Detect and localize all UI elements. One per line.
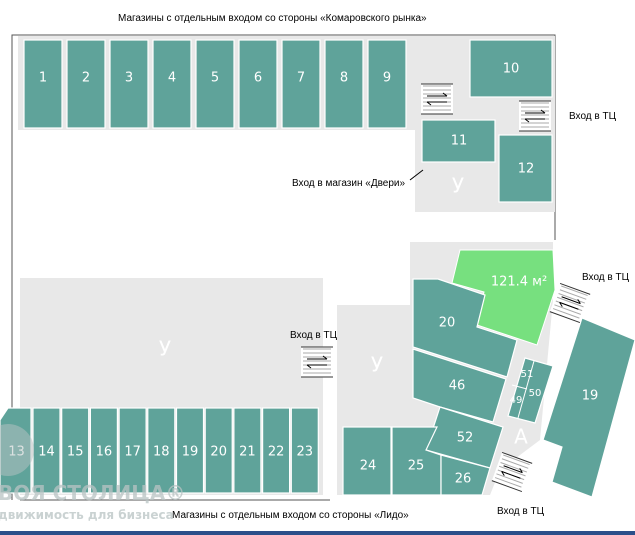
svg-text:11: 11 [451,134,468,149]
shop-number: 17 [124,445,141,460]
shop-number: 16 [96,445,113,460]
svg-text:49: 49 [510,395,523,406]
pointer-line [409,169,424,181]
shop-number: 20 [210,445,227,460]
highlighted-unit[interactable]: 121.4 м² [451,249,556,346]
stairs-icon [549,282,591,324]
svg-text:51: 51 [521,369,534,380]
svg-text:121.4 м²: 121.4 м² [491,275,547,290]
svg-text:50: 50 [529,388,542,399]
shop-20[interactable]: 20 [412,278,518,378]
svg-text:25: 25 [408,459,425,474]
shop-number: 18 [153,445,170,460]
shop-number: 8 [340,71,348,86]
shop-18[interactable]: 18 [147,407,176,494]
shop-number: 15 [67,445,84,460]
svg-text:19: 19 [582,389,599,404]
stairs-icons [301,83,591,493]
shop-22[interactable]: 22 [262,407,291,494]
entrance-tc-label: Вход в ТЦ [582,272,630,283]
entrance-tc-label: Вход в ТЦ [497,506,545,517]
shop-number: 21 [239,445,256,460]
shop-8[interactable]: 8 [324,39,364,129]
shop-number: 23 [297,445,314,460]
shop-4[interactable]: 4 [152,39,192,129]
shop-12[interactable]: 12 [498,134,553,203]
shop-number: 6 [254,71,262,86]
entrance-tc-label: Вход в ТЦ [569,111,617,122]
shops-49-50-51[interactable]: 51 49 50 [507,357,554,424]
shop-17[interactable]: 17 [118,407,147,494]
caption-bottom: Магазины с отдельным входом со стороны «… [172,510,409,521]
svg-text:26: 26 [455,472,472,487]
shop-20[interactable]: 20 [204,407,233,494]
shop-number: 7 [297,71,305,86]
svg-text:10: 10 [503,62,520,77]
svg-text:ВОЯ СТОЛИЦА®: ВОЯ СТОЛИЦА® [0,481,185,505]
shop-7[interactable]: 7 [281,39,321,129]
caption-top: Магазины с отдельным входом со стороны «… [118,13,427,24]
shop-21[interactable]: 21 [233,407,262,494]
watermark-logo: ВОЯ СТОЛИЦА® движимость для бизнеса [0,424,185,522]
shop-number: 14 [38,445,55,460]
shop-14[interactable]: 14 [32,407,61,494]
shop-3[interactable]: 3 [109,39,149,129]
svg-text:46: 46 [449,379,466,394]
zone-u-left [20,278,323,405]
stairs-icon [421,83,453,115]
shop-number: 2 [82,71,90,86]
shop-46[interactable]: 46 [412,348,507,423]
bottom-shops-row: 1314151617181920212223 [0,407,319,494]
top-shops-row: 1 2 3 4 5 6 7 8 9 [23,39,407,129]
shop-6[interactable]: 6 [238,39,278,129]
zone-u-label: У [159,337,171,361]
entrance-tc-label: Вход в ТЦ [290,330,338,341]
bottom-bar [0,531,635,535]
svg-text:24: 24 [360,459,377,474]
shop-26[interactable]: 26 [440,454,491,496]
shop-15[interactable]: 15 [61,407,90,494]
shop-number: 9 [383,71,391,86]
entrance-doors-label: Вход в магазин «Двери» [292,178,406,189]
svg-text:12: 12 [518,162,535,177]
shop-24[interactable]: 24 [342,426,392,496]
zone-a-label: А [514,425,528,449]
shop-number: 22 [268,445,285,460]
shop-number: 3 [125,71,133,86]
shop-19[interactable]: 19 [175,407,205,494]
shop-19-large[interactable]: 19 [542,317,635,498]
shop-number: 4 [168,71,176,86]
stairs-icon [301,346,333,378]
svg-text:52: 52 [457,431,474,446]
shop-2[interactable]: 2 [66,39,106,129]
shop-25[interactable]: 25 [391,426,442,496]
svg-text:движимость для бизнеса: движимость для бизнеса [0,508,174,522]
shop-number: 19 [182,445,199,460]
stairs-icon [519,100,551,132]
shop-number: 1 [39,71,47,86]
shop-5[interactable]: 5 [195,39,235,129]
shop-23[interactable]: 23 [290,407,319,494]
shop-10[interactable]: 10 [469,39,553,98]
zone-u-label: У [452,174,464,198]
svg-text:20: 20 [439,316,456,331]
shop-16[interactable]: 16 [89,407,119,494]
stairs-icon [491,451,533,493]
shop-11[interactable]: 11 [421,119,496,163]
shop-9[interactable]: 9 [367,39,407,129]
shop-number: 5 [211,71,219,86]
zone-u-label: У [371,353,383,377]
shop-1[interactable]: 1 [23,39,63,129]
